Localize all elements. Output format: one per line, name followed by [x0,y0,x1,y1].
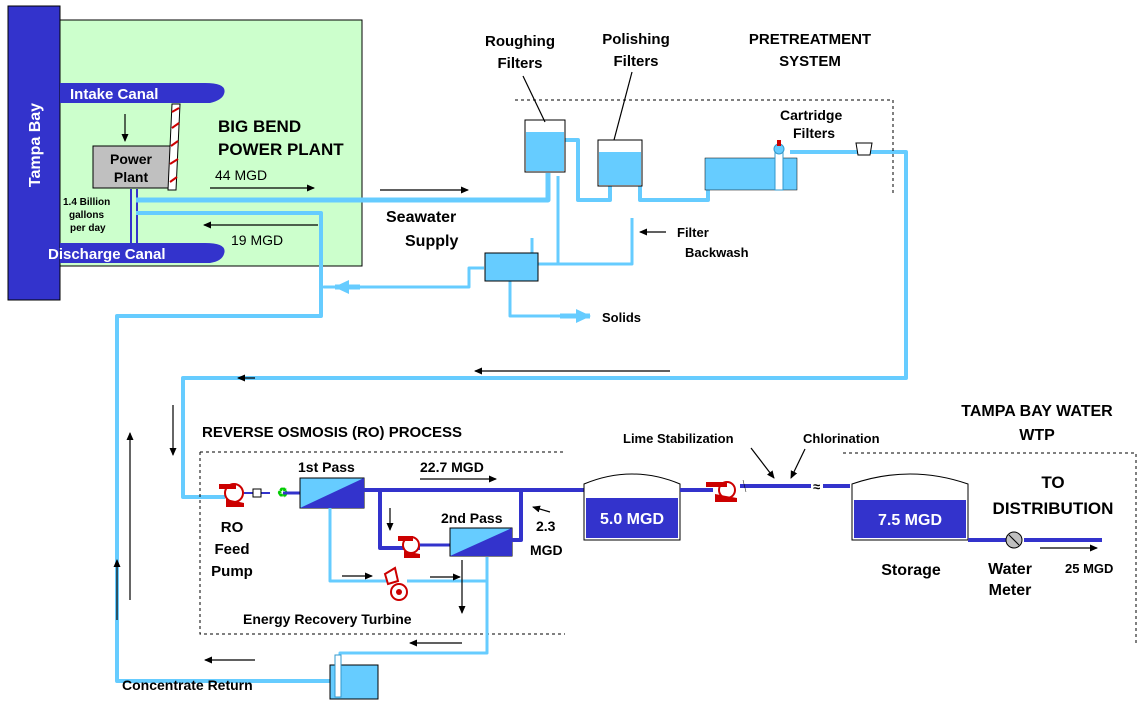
seawater-supply-pipe [136,173,551,203]
ro-process-label: REVERSE OSMOSIS (RO) PROCESS [202,424,462,441]
polishing-label-2: Filters [613,53,658,70]
concentrate-return-label: Concentrate Return [122,677,253,693]
to-label-1: TO [1041,473,1064,492]
second-pass-permeate-pipe [512,490,523,542]
intake-canal-label: Intake Canal [70,86,158,103]
discharge-canal [60,243,225,263]
flow-19-label: 19 MGD [231,232,283,248]
flow-44-label: 44 MGD [215,167,267,183]
pretreatment-boundary [515,99,894,195]
water-meter-icon [1005,531,1023,549]
solids-label: Solids [602,310,641,325]
ro-process-boundary [199,452,565,635]
power-plant-label-1: Power [110,151,153,167]
lime-label: Lime Stabilization [623,431,734,446]
filter-backwash-label-1: Filter [677,225,709,240]
first-pass-label: 1st Pass [298,459,355,475]
tampa-bay [7,5,61,301]
backwash-tank [484,252,539,282]
second-pass-pump-icon [398,536,420,558]
first-pass-membrane-icon [299,477,365,509]
flow-227-label: 22.7 MGD [420,459,484,475]
polishing-label-1: Polishing [602,31,670,48]
flow-25-label: 25 MGD [1065,561,1113,576]
seawater-label-1: Seawater [386,209,456,226]
backwash-to-bay-pipe [322,266,484,289]
energy-recovery-label: Energy Recovery Turbine [243,611,412,627]
billion-label-1: 1.4 Billion [63,197,110,208]
cartridge-label-1: Cartridge [780,107,842,123]
to-label-2: DISTRIBUTION [993,499,1114,518]
water-meter-label-2: Meter [989,582,1032,599]
billion-label-2: gallons [69,210,104,221]
pretreatment-label-2: SYSTEM [779,53,841,70]
big-bend-label-1: BIG BEND [218,117,301,136]
svg-text:♻: ♻ [277,485,289,500]
water-meter-label-1: Water [988,561,1032,578]
chlorination-label: Chlorination [803,431,880,446]
roughing-label-2: Filters [497,55,542,72]
power-plant-label-2: Plant [114,169,149,185]
tank1-label: 5.0 MGD [600,511,664,528]
filter-backwash-label-2: Backwash [685,245,749,260]
roughing-label-1: Roughing [485,33,555,50]
solids-pipe [508,281,575,318]
tbw-label-1: TAMPA BAY WATER [961,403,1113,420]
second-pass-label: 2nd Pass [441,510,503,526]
energy-recovery-turbine-icon [383,566,408,601]
tampa-bay-label: Tampa Bay [27,103,44,187]
booster-pump-icon [706,481,737,502]
cartridge-filter-icon [855,142,873,156]
rf-to-pf-pipe [562,138,612,202]
backwash-line-pf [538,218,634,266]
tbw-wtp-boundary [843,452,1137,645]
seawater-label-2: Supply [405,233,458,250]
svg-text:≈: ≈ [813,479,820,494]
ro-feed-pump-icon: ♻ [219,483,289,507]
billion-label-3: per day [70,223,106,234]
tank2-label: 7.5 MGD [878,512,942,529]
power-plant-box [92,145,174,189]
first-pass-concentrate-pipe [328,508,387,583]
concentrate-return-pipe [115,287,330,683]
big-bend-label-2: POWER PLANT [218,140,344,159]
pretreatment-label-1: PRETREATMENT [749,31,871,48]
second-pass-membrane-icon [449,527,513,557]
flow-23-label-2: MGD [530,542,563,558]
flow-23-label-1: 2.3 [536,518,556,534]
ro-feed-main-pipe [181,150,908,499]
intake-return-pipe [136,211,323,287]
intake-canal [60,83,225,103]
ro-feed-label-2: Feed [214,541,249,558]
ro-feed-label-3: Pump [211,563,253,580]
discharge-canal-label: Discharge Canal [48,246,166,263]
storage-label: Storage [881,562,941,579]
tbw-label-2: WTP [1019,427,1055,444]
smokestack-icon [167,103,181,191]
ro-feed-label-1: RO [221,519,244,536]
cartridge-label-2: Filters [793,125,835,141]
pf-to-cartridge-pipe [638,160,710,202]
